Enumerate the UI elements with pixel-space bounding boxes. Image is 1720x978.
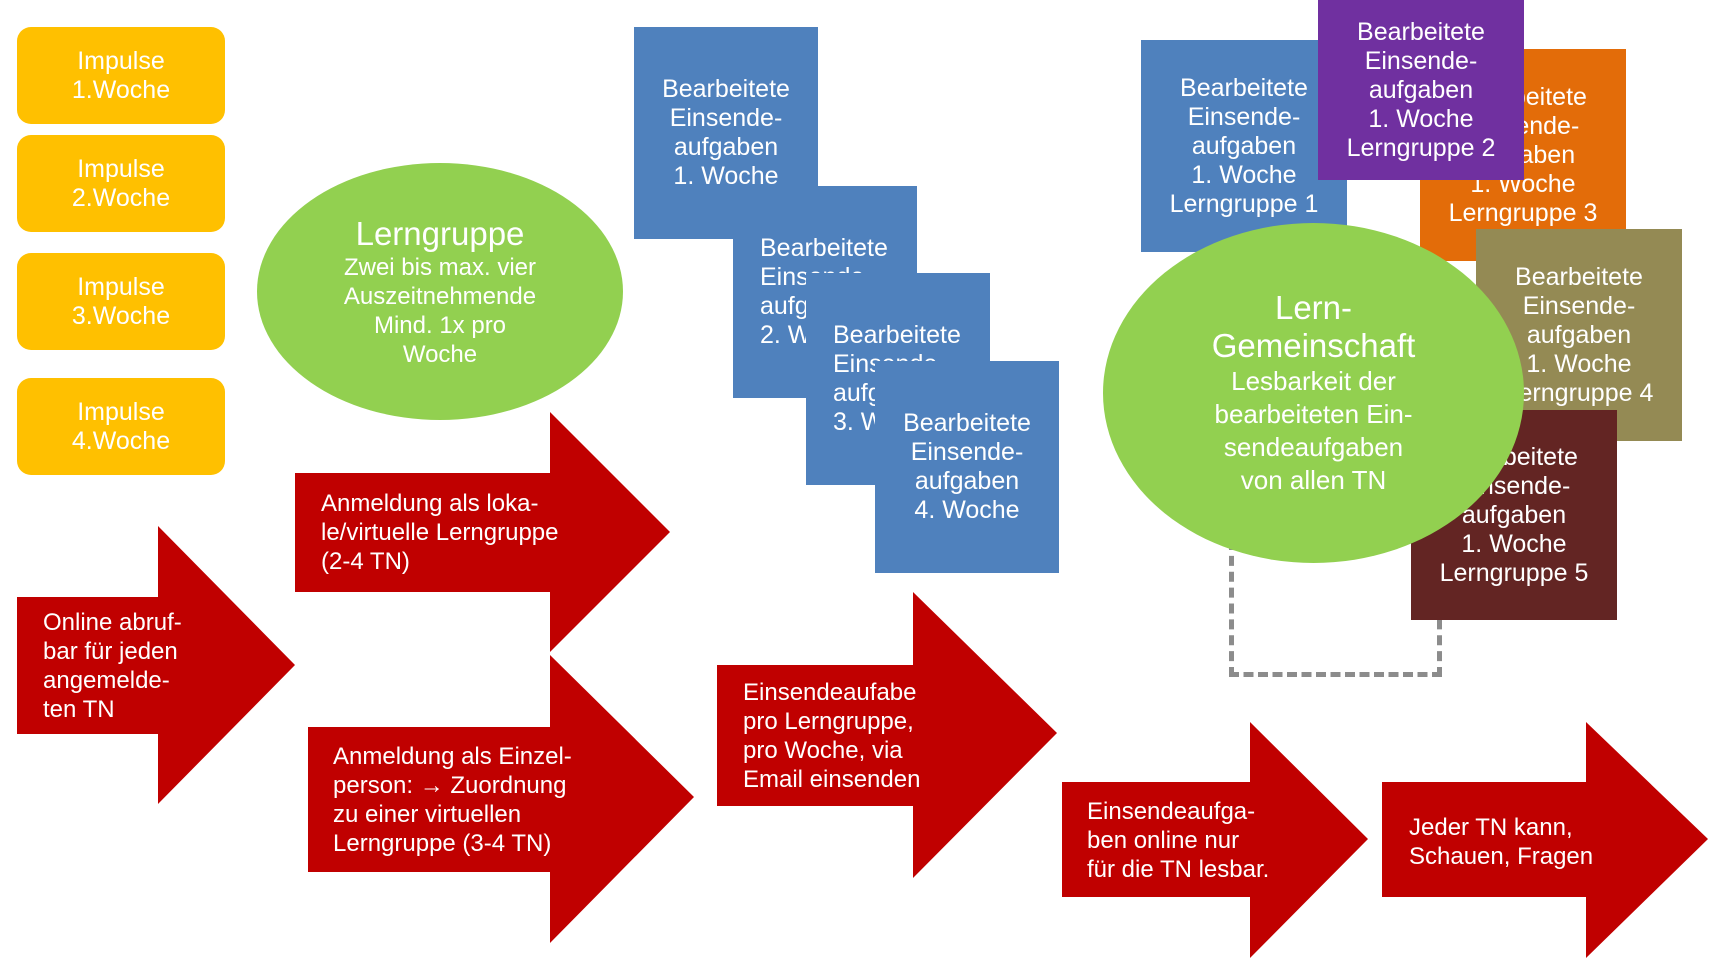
lerngemeinschaft-ellipse: Lern- Gemeinschaft Lesbarkeit der bearbe…: [1103, 223, 1524, 563]
lerngruppe-title: Lerngruppe: [355, 214, 525, 252]
arrow-online-abrufbar: [17, 526, 295, 804]
arrow-schauen-fragen: [1382, 722, 1708, 958]
arrow-anmeldung-einzel: [308, 655, 694, 943]
arrow-anmeldung-lokal: [295, 412, 670, 652]
arrow-label-schauen-fragen: Jeder TN kann,Schauen, Fragen: [1409, 814, 1594, 870]
arrow-online-lesbar: [1062, 722, 1368, 958]
arrow-label-anmeldung-einzel: Anmeldung als Einzel-person: → Zuordnung…: [333, 743, 572, 857]
arrow-einsendeaufgabe: [717, 592, 1057, 878]
lerngemeinschaft-title: Lern-: [1274, 289, 1353, 326]
lerngruppe-ellipse: Lerngruppe Zwei bis max. vier Auszeitneh…: [257, 163, 623, 420]
arrow-label-anmeldung-lokal: Anmeldung als loka-le/virtuelle Lerngrup…: [321, 490, 559, 575]
